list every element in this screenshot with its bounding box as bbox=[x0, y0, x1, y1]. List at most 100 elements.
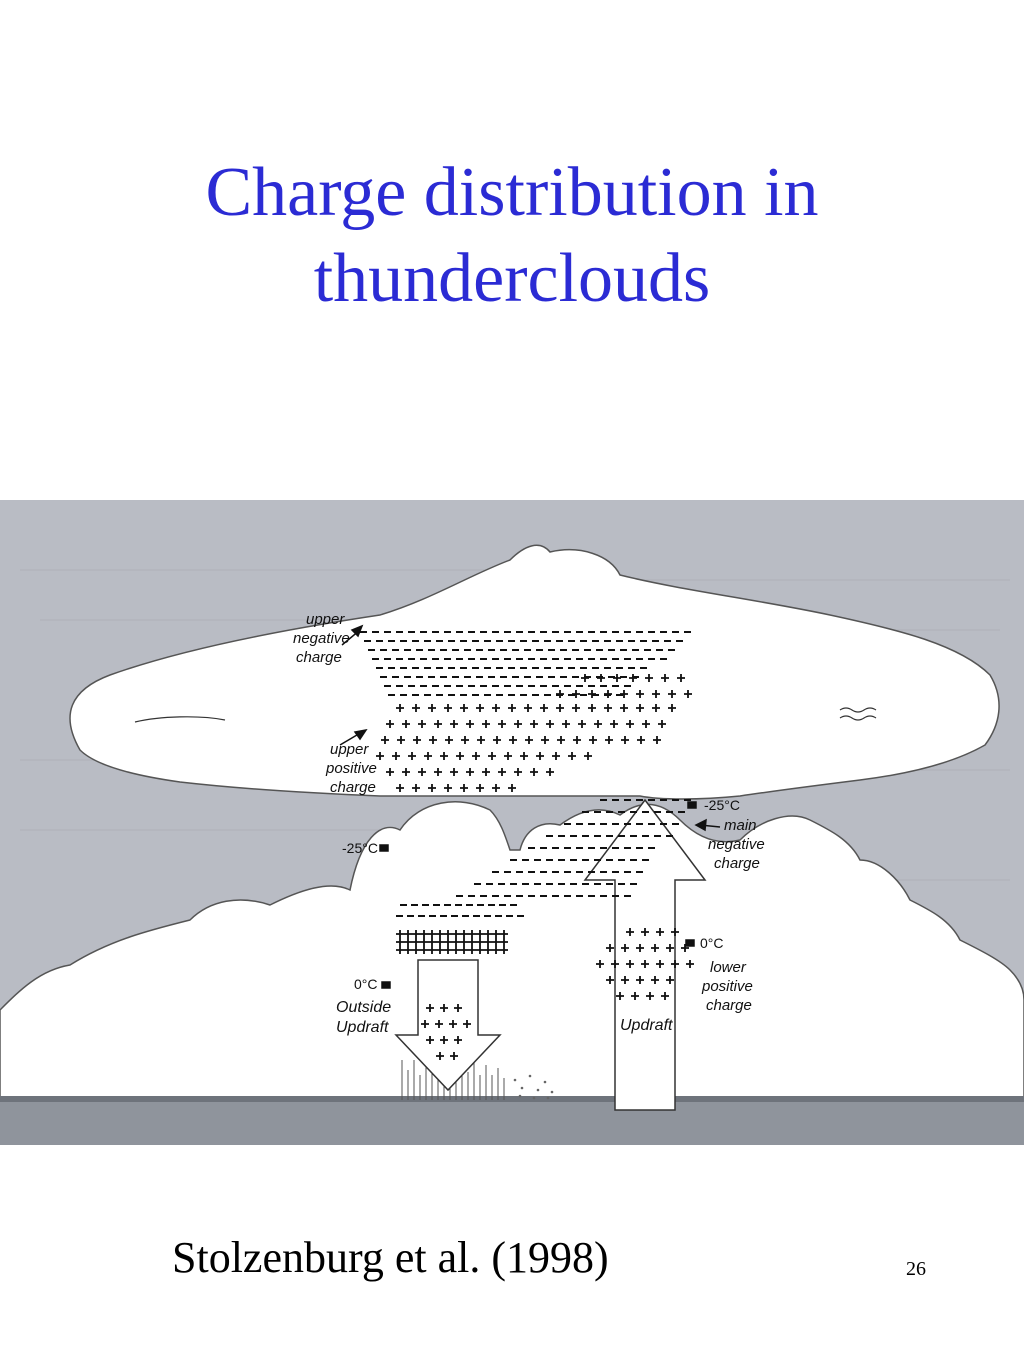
lower-positive-charge-mark bbox=[671, 928, 679, 936]
lower-positive-charge-mark bbox=[656, 928, 664, 936]
lower-positive-charge-mark bbox=[436, 938, 444, 946]
upper-positive-charge-mark bbox=[584, 752, 592, 760]
upper-positive-charge-mark bbox=[637, 736, 645, 744]
ground-strip bbox=[0, 1100, 1024, 1145]
svg-text:positive: positive bbox=[325, 760, 377, 777]
lower-positive-charge-mark bbox=[606, 976, 614, 984]
label-temp-zero-right: 0°C bbox=[700, 935, 724, 951]
lower-positive-charge-mark bbox=[646, 992, 654, 1000]
upper-positive-charge-mark bbox=[492, 784, 500, 792]
upper-positive-charge-mark bbox=[546, 720, 554, 728]
svg-text:negative: negative bbox=[293, 630, 350, 647]
upper-positive-charge-mark bbox=[460, 704, 468, 712]
lower-positive-charge-mark bbox=[444, 930, 452, 938]
upper-positive-charge-mark bbox=[418, 720, 426, 728]
upper-positive-charge-mark bbox=[396, 784, 404, 792]
upper-positive-charge-mark bbox=[613, 674, 621, 682]
lower-positive-charge-mark bbox=[460, 930, 468, 938]
lower-positive-charge-mark bbox=[449, 1020, 457, 1028]
title-line-2: thunderclouds bbox=[313, 240, 711, 317]
lower-positive-charge-mark bbox=[426, 1004, 434, 1012]
lower-positive-charge-mark bbox=[436, 946, 444, 954]
lower-positive-charge-mark bbox=[631, 992, 639, 1000]
svg-text:negative: negative bbox=[708, 836, 765, 853]
lower-positive-charge-mark bbox=[626, 960, 634, 968]
charge-marks bbox=[360, 631, 694, 1060]
upper-positive-charge-mark bbox=[597, 674, 605, 682]
upper-positive-charge-mark bbox=[524, 704, 532, 712]
lower-positive-charge-mark bbox=[476, 946, 484, 954]
lower-positive-charge-mark bbox=[420, 930, 428, 938]
lower-positive-charge-mark bbox=[500, 930, 508, 938]
upper-positive-charge-mark bbox=[381, 736, 389, 744]
upper-positive-charge-mark bbox=[493, 736, 501, 744]
upper-positive-charge-mark bbox=[477, 736, 485, 744]
upper-positive-charge-mark bbox=[645, 674, 653, 682]
upper-positive-charge-mark bbox=[402, 768, 410, 776]
wisp-left bbox=[134, 716, 226, 723]
upper-positive-charge-mark bbox=[408, 752, 416, 760]
upper-positive-charge-mark bbox=[444, 704, 452, 712]
upper-positive-charge-mark bbox=[476, 784, 484, 792]
outside-updraft-arrow bbox=[394, 959, 502, 1092]
upper-positive-charge-mark bbox=[508, 784, 516, 792]
upper-positive-charge-mark bbox=[536, 752, 544, 760]
svg-text:positive: positive bbox=[701, 978, 753, 995]
lower-positive-charge-mark bbox=[435, 1020, 443, 1028]
lower-positive-charge-mark bbox=[661, 992, 669, 1000]
upper-positive-charge-mark bbox=[658, 720, 666, 728]
upper-positive-charge-mark bbox=[677, 674, 685, 682]
slide-title: Charge distribution in thunderclouds bbox=[0, 150, 1024, 322]
lower-positive-charge-mark bbox=[460, 946, 468, 954]
lower-positive-charge-mark bbox=[454, 1004, 462, 1012]
upper-positive-charge-mark bbox=[621, 736, 629, 744]
lower-positive-charge-mark bbox=[666, 976, 674, 984]
lower-positive-charge-mark bbox=[492, 930, 500, 938]
upper-positive-charge-mark bbox=[626, 720, 634, 728]
upper-positive-charge-mark bbox=[466, 768, 474, 776]
svg-text:charge: charge bbox=[296, 649, 342, 666]
upper-positive-charge-mark bbox=[605, 736, 613, 744]
upper-positive-charge-mark bbox=[434, 720, 442, 728]
label-lower-positive: lower positive charge bbox=[701, 959, 753, 1014]
upper-positive-charge-mark bbox=[520, 752, 528, 760]
lower-positive-charge-mark bbox=[476, 930, 484, 938]
citation-caption: Stolzenburg et al. (1998) bbox=[172, 1233, 609, 1282]
lower-positive-charge-mark bbox=[444, 938, 452, 946]
upper-positive-charge-mark bbox=[636, 690, 644, 698]
lower-positive-charge-mark bbox=[651, 944, 659, 952]
upper-positive-charge-mark bbox=[396, 704, 404, 712]
lower-positive-charge-mark bbox=[452, 938, 460, 946]
lower-positive-charge-mark bbox=[484, 938, 492, 946]
cloud-anvil bbox=[69, 544, 1000, 800]
upper-positive-charge-mark bbox=[604, 704, 612, 712]
lower-positive-charge-mark bbox=[468, 946, 476, 954]
upper-positive-charge-mark bbox=[412, 784, 420, 792]
lower-positive-charge-mark bbox=[440, 1036, 448, 1044]
upper-positive-charge-mark bbox=[472, 752, 480, 760]
upper-positive-charge-mark bbox=[557, 736, 565, 744]
lower-positive-charge-mark bbox=[404, 946, 412, 954]
upper-positive-charge-mark bbox=[498, 720, 506, 728]
cloud-body bbox=[0, 801, 1024, 1101]
lower-positive-charge-mark bbox=[452, 930, 460, 938]
upper-positive-charge-mark bbox=[412, 704, 420, 712]
svg-text:charge: charge bbox=[714, 855, 760, 872]
lower-positive-charge-mark bbox=[656, 960, 664, 968]
upper-positive-charge-mark bbox=[556, 690, 564, 698]
updraft-arrow bbox=[583, 798, 707, 1111]
lower-positive-charge-mark bbox=[636, 944, 644, 952]
diagram-canvas: upper negative charge upper positive cha… bbox=[0, 500, 1024, 1145]
upper-positive-charge-mark bbox=[604, 690, 612, 698]
label-temp-minus25-right: -25°C bbox=[704, 797, 740, 813]
lower-positive-charge-mark bbox=[426, 1036, 434, 1044]
svg-text:main: main bbox=[724, 817, 757, 834]
lower-positive-charge-mark bbox=[492, 946, 500, 954]
upper-positive-charge-mark bbox=[652, 704, 660, 712]
upper-positive-charge-mark bbox=[509, 736, 517, 744]
upper-positive-charge-mark bbox=[530, 720, 538, 728]
upper-positive-charge-mark bbox=[498, 768, 506, 776]
upper-positive-charge-mark bbox=[428, 784, 436, 792]
lower-positive-charge-mark bbox=[468, 930, 476, 938]
lower-positive-charge-mark bbox=[641, 960, 649, 968]
